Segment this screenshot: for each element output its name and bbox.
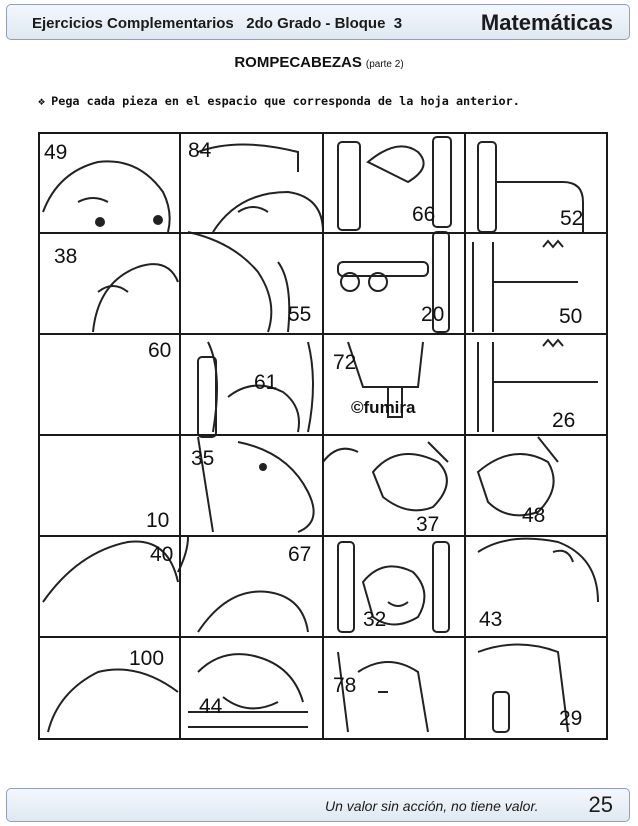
piece-number: 44 (199, 695, 223, 718)
page-title: ROMPECABEZAS(parte 2) (0, 54, 638, 71)
piece-number: 67 (288, 543, 312, 566)
footer-motto: Un valor sin acción, no tiene valor. (325, 798, 539, 814)
diamond-bullet-icon: ❖ (38, 94, 46, 108)
piece-number: 32 (363, 608, 387, 631)
instruction-text: Pega cada pieza en el espacio que corres… (51, 94, 520, 108)
watermark-logo: ©fumira (351, 398, 416, 417)
page-number: 25 (588, 792, 613, 817)
instruction: ❖ Pega cada pieza en el espacio que corre… (38, 94, 520, 108)
title-sub: (parte 2) (365, 59, 404, 70)
piece-number: 60 (148, 339, 172, 362)
piece-number: 29 (559, 707, 583, 730)
course-label: Ejercicios Complementarios 2do Grado - B… (32, 15, 403, 32)
piece-number: 100 (129, 647, 165, 670)
subject-label: Matemáticas (480, 10, 613, 35)
piece-number: 10 (146, 509, 170, 532)
puzzle-grid: 49 84 66 52 38 55 20 50 60 61 72 26 ©fum… (38, 132, 608, 740)
page-header: Ejercicios Complementarios 2do Grado - B… (6, 4, 630, 40)
piece-number: 50 (559, 305, 583, 328)
piece-number: 43 (479, 608, 503, 631)
piece-number: 37 (416, 513, 440, 536)
piece-number: 35 (191, 447, 215, 470)
piece-number: 84 (188, 139, 212, 162)
piece-number: 48 (522, 504, 546, 527)
piece-number: 40 (150, 543, 174, 566)
piece-number: 26 (552, 409, 576, 432)
puzzle-illustration (38, 132, 608, 740)
piece-number: 20 (421, 303, 445, 326)
piece-number: 72 (333, 351, 357, 374)
piece-number: 49 (44, 141, 68, 164)
piece-number: 55 (288, 303, 312, 326)
page-footer: Un valor sin acción, no tiene valor. 25 (6, 788, 630, 822)
piece-number: 78 (333, 674, 357, 697)
piece-number: 52 (560, 207, 584, 230)
piece-number: 38 (54, 245, 78, 268)
piece-number: 66 (412, 203, 436, 226)
title-main: ROMPECABEZAS (234, 54, 362, 71)
piece-number: 61 (254, 371, 278, 394)
